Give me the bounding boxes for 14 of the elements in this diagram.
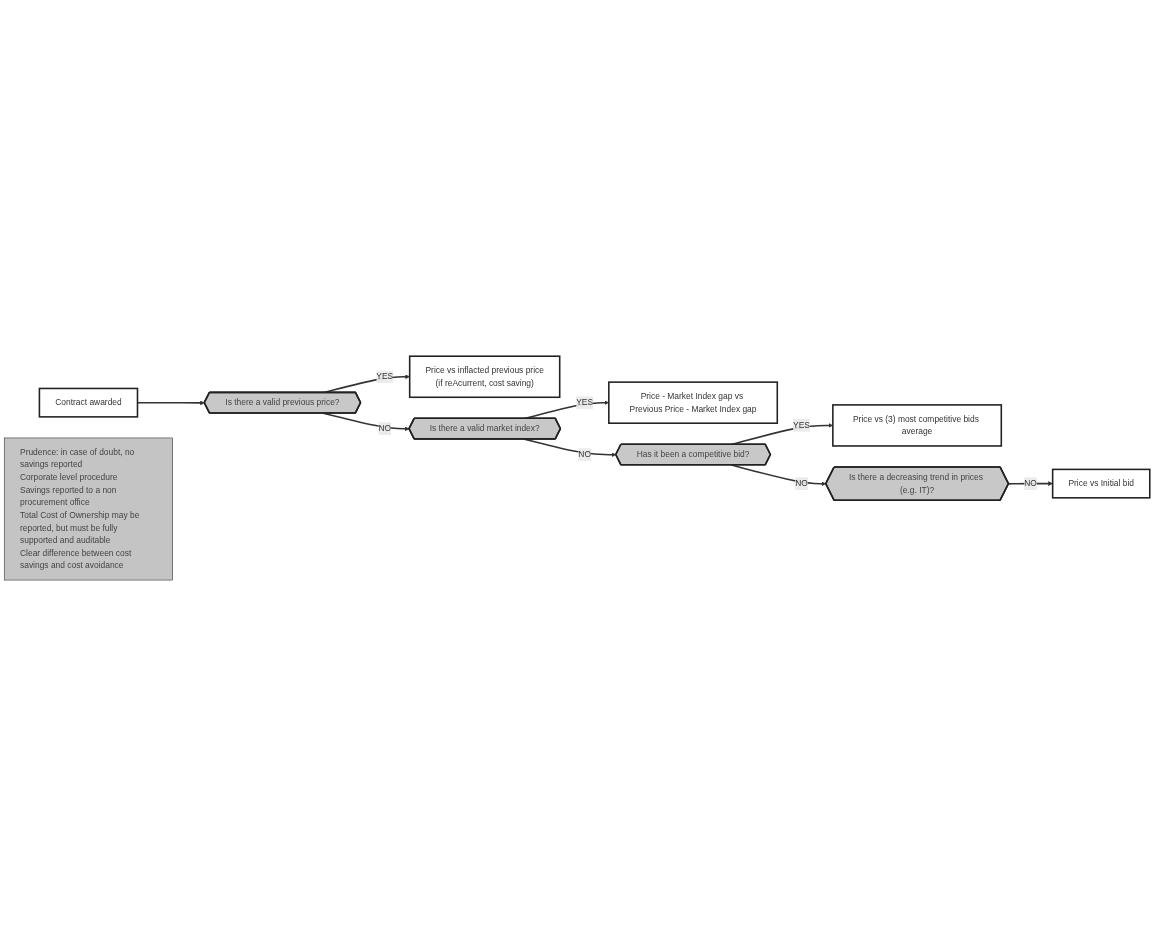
node-box: Prudence: in case of doubt, no savings reported Corporate level procedure Savings reported to a non procurement office Total Cost of Ownership may be reported, but must be fully supported and auditable Clear difference between cost savings and cost avoidance (3, 438, 173, 581)
arrow (1007, 481, 1053, 487)
edge-label: YES (793, 421, 810, 431)
node-box: Price vs (3) most competitive bids average (832, 404, 1003, 448)
edge-label: YES (576, 398, 594, 408)
edge-label: NO (795, 479, 808, 489)
edge-label: YES (376, 372, 394, 382)
node-box: Price vs inflacted previous price (if reAcurrent, cost saving) (408, 355, 561, 399)
node-box: Price vs Initial bid (1051, 468, 1151, 499)
edge-label: NO (378, 424, 392, 434)
node-box: Price - Market Index gap vs Previous Price - Market Index gap (608, 381, 779, 425)
node-box: Contract awarded (38, 388, 139, 419)
edge-label: NO (578, 450, 591, 460)
edge-label: NO (1024, 479, 1037, 489)
